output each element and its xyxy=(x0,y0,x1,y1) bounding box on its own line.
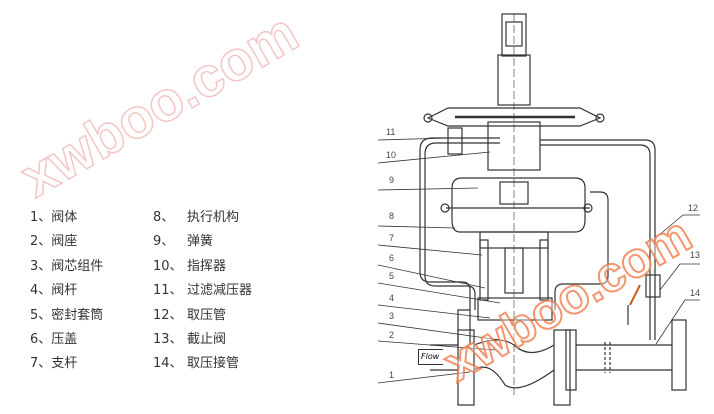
callout-7: 7 xyxy=(389,233,395,243)
legend-label: 截止阀 xyxy=(187,332,227,347)
legend-label: 取压管 xyxy=(187,308,227,323)
legend-label: 指挥器 xyxy=(187,259,227,274)
legend-label: 阀体 xyxy=(51,210,78,225)
legend-item-10: 10、指挥器 xyxy=(153,255,226,274)
legend-number: 5、 xyxy=(30,308,52,323)
legend-item-9: 9、弹簧 xyxy=(153,230,213,249)
legend-number: 1、 xyxy=(30,210,52,225)
legend-label: 压盖 xyxy=(51,332,78,347)
main-actuator xyxy=(440,177,593,321)
legend-number: 13、 xyxy=(153,332,183,347)
callout-2: 2 xyxy=(389,330,395,340)
legend-number: 14、 xyxy=(153,356,183,371)
legend-item-11: 11、过滤减压器 xyxy=(153,279,252,298)
flow-arrow: Flow xyxy=(418,349,452,365)
callout-5: 5 xyxy=(389,271,395,281)
legend-number: 8、 xyxy=(153,210,175,225)
legend-item-6: 6、压盖 xyxy=(30,328,77,347)
legend-item-2: 2、阀座 xyxy=(30,230,77,249)
callout-13: 13 xyxy=(690,250,701,260)
legend-item-5: 5、密封套筒 xyxy=(30,304,103,323)
legend-number: 7、 xyxy=(30,356,52,371)
callout-8: 8 xyxy=(389,211,395,221)
legend-number: 10、 xyxy=(153,259,183,274)
legend-label: 弹簧 xyxy=(187,234,214,249)
legend-item-1: 1、阀体 xyxy=(30,206,77,225)
legend-label: 阀座 xyxy=(51,234,78,249)
callout-6: 6 xyxy=(389,253,395,263)
legend-item-7: 7、支杆 xyxy=(30,352,77,371)
legend-number: 2、 xyxy=(30,234,52,249)
callout-3: 3 xyxy=(389,311,395,321)
callout-14: 14 xyxy=(690,288,701,298)
callout-9: 9 xyxy=(389,175,395,185)
callout-1: 1 xyxy=(389,370,395,380)
legend-item-14: 14、取压接管 xyxy=(153,352,239,371)
legend-item-12: 12、取压管 xyxy=(153,304,226,323)
legend-label: 支杆 xyxy=(51,356,78,371)
legend-label: 密封套筒 xyxy=(51,308,104,323)
valve-body xyxy=(430,309,687,406)
legend-label: 阀芯组件 xyxy=(51,259,104,274)
callout-12: 12 xyxy=(688,203,699,213)
impulse-piping xyxy=(419,137,661,340)
legend-number: 11、 xyxy=(153,283,183,298)
legend-number: 4、 xyxy=(30,283,52,298)
legend-item-13: 13、截止阀 xyxy=(153,328,226,347)
legend-number: 6、 xyxy=(30,332,52,347)
legend-label: 取压接管 xyxy=(187,356,240,371)
legend-label: 阀杆 xyxy=(51,283,78,298)
callout-4: 4 xyxy=(389,293,395,303)
flow-label: Flow xyxy=(421,352,440,361)
legend-item-4: 4、阀杆 xyxy=(30,279,77,298)
callout-11: 11 xyxy=(386,127,396,137)
legend-label: 过滤减压器 xyxy=(187,283,253,298)
legend-item-8: 8、执行机构 xyxy=(153,206,239,225)
legend-label: 执行机构 xyxy=(187,210,240,225)
callout-10: 10 xyxy=(386,150,397,160)
legend-number: 12、 xyxy=(153,308,183,323)
legend-number: 3、 xyxy=(30,259,52,274)
legend-number: 9、 xyxy=(153,234,175,249)
legend-item-3: 3、阀芯组件 xyxy=(30,255,103,274)
